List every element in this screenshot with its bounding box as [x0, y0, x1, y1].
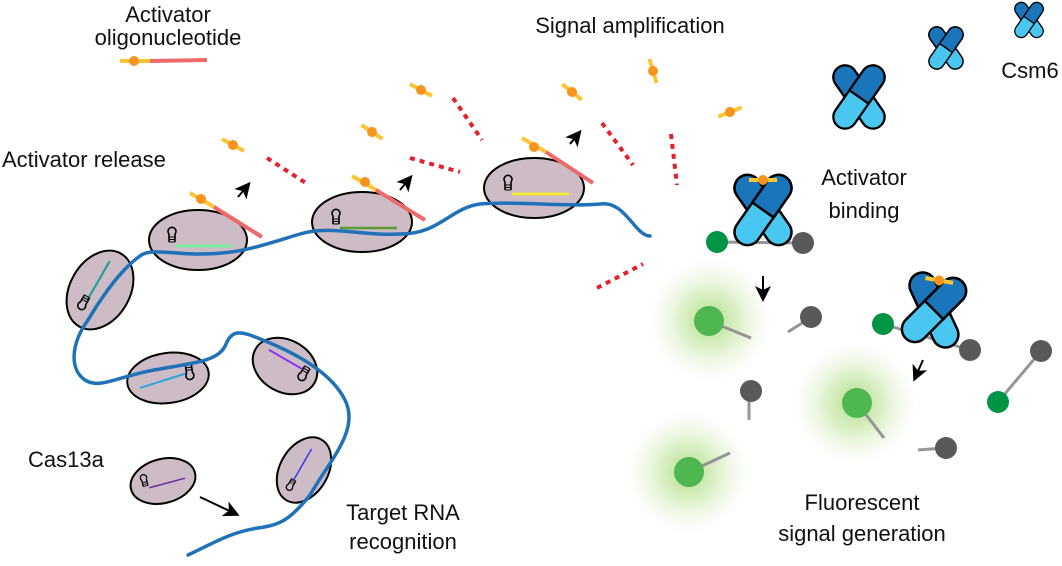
reporters [674, 231, 1052, 487]
csm6-dimer-bound [892, 263, 976, 357]
cleaved-rna-fragments [265, 96, 679, 290]
activator-bound [520, 136, 595, 185]
reporter-cleaved [674, 380, 762, 487]
cas13a-complexes [65, 157, 585, 505]
arrow-icon [396, 174, 413, 193]
activator-binding-label-line2: binding [829, 198, 900, 223]
arrows [199, 129, 928, 517]
activator-oligo-label-line1: Activator [125, 2, 211, 27]
arrow-icon [199, 496, 240, 517]
target-rna-label-line2: recognition [349, 529, 457, 554]
activator-bound [188, 191, 264, 239]
activator-bound [350, 174, 427, 222]
arrow-icon [234, 181, 251, 200]
activator-oligo-label-line2: oligonucleotide [95, 25, 242, 50]
cas13a-complex [126, 351, 210, 405]
cas13a-label: Cas13a [28, 447, 105, 472]
cas13a-complex [275, 436, 333, 504]
csm6-dimer [827, 59, 891, 135]
arrow-icon [912, 359, 928, 382]
cas13a-complex [65, 249, 135, 331]
fluorescent-label-line1: Fluorescent [805, 490, 920, 515]
csm6-dimer [1011, 0, 1047, 41]
cas13a-complex [148, 209, 248, 271]
csm6-dimer [925, 23, 967, 73]
activator-oligo-legend-icon [120, 56, 208, 66]
csm6-dimer-bound [728, 168, 798, 252]
arrow-icon [565, 129, 582, 148]
released-activators [220, 59, 744, 153]
signal-amplification-label: Signal amplification [535, 13, 725, 38]
target-rna-label-line1: Target RNA [346, 500, 460, 525]
fluorescent-label-line2: signal generation [778, 521, 946, 546]
reporter-cleaved [842, 388, 957, 459]
cas13a-complex [311, 191, 413, 253]
activator-binding-label-line1: Activator [821, 165, 907, 190]
reporter-cleaved [694, 306, 822, 340]
target-rna-strand [72, 201, 652, 557]
reporter-intact [706, 231, 814, 254]
csm6-activated [728, 168, 976, 357]
cas13a-complex-free [129, 457, 197, 505]
reporter-intact [987, 340, 1052, 413]
cas13a-complex [251, 336, 319, 396]
activator-release-label: Activator release [2, 147, 166, 172]
csm6-label: Csm6 [1001, 58, 1058, 83]
bound-activators [188, 136, 595, 239]
